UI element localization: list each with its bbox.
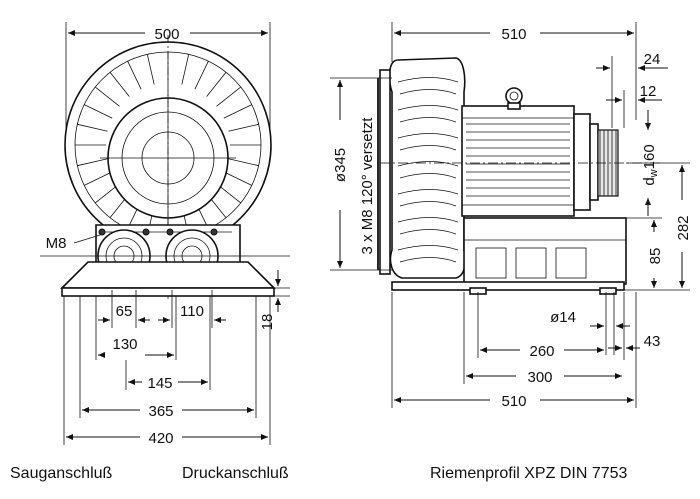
fin-line bbox=[127, 61, 142, 90]
fin-line bbox=[206, 72, 227, 97]
fin-line bbox=[228, 158, 259, 167]
fin-line bbox=[77, 158, 108, 167]
fin-line bbox=[84, 171, 113, 186]
dim-m8: M8 bbox=[46, 235, 67, 252]
housing-fin bbox=[397, 133, 459, 139]
housing-fin bbox=[399, 257, 457, 263]
housing-fin bbox=[399, 89, 457, 95]
dim-12: 12 bbox=[640, 83, 657, 100]
fin-line bbox=[216, 86, 241, 107]
dim-260: 260 bbox=[529, 343, 554, 360]
dim-43: 43 bbox=[644, 333, 661, 350]
dim-110: 110 bbox=[180, 303, 204, 320]
fin-line bbox=[84, 104, 113, 119]
fin-line bbox=[77, 123, 108, 132]
dim-18: 18 bbox=[259, 314, 276, 331]
housing-fin bbox=[397, 245, 459, 251]
fin-line bbox=[228, 123, 259, 132]
fin-line bbox=[181, 54, 190, 85]
dim-dw160: dw160 bbox=[641, 144, 660, 185]
housing-fin bbox=[397, 161, 459, 167]
dim-85: 85 bbox=[647, 248, 664, 265]
caption-belt-profile: Riemenprofil XPZ DIN 7753 bbox=[430, 465, 628, 482]
dim-510-bottom: 510 bbox=[501, 393, 526, 410]
housing-fins bbox=[397, 77, 459, 263]
dim-420: 420 bbox=[148, 430, 173, 447]
housing-fin bbox=[399, 201, 457, 207]
housing-fin bbox=[397, 189, 459, 195]
housing-fin bbox=[399, 229, 457, 235]
housing-fin bbox=[397, 105, 459, 111]
dim-510-top: 510 bbox=[501, 26, 526, 43]
dim-365: 365 bbox=[148, 403, 173, 420]
fin-line bbox=[109, 72, 130, 97]
front-dimensions: 500 M8 65 110 18 130 145 bbox=[46, 22, 290, 447]
caption-suction: Sauganschluß bbox=[10, 465, 113, 482]
dim-300: 300 bbox=[527, 369, 552, 386]
fin-line bbox=[194, 61, 209, 90]
housing-fin bbox=[399, 173, 457, 179]
dim-345: ø345 bbox=[332, 148, 349, 182]
motor-fins bbox=[466, 123, 570, 197]
dim-65: 65 bbox=[116, 303, 133, 320]
dim-282: 282 bbox=[675, 215, 692, 240]
housing-fin bbox=[399, 117, 457, 123]
housing-fin bbox=[399, 145, 457, 151]
caption-pressure: Druckanschluß bbox=[182, 465, 289, 482]
dim-130: 130 bbox=[112, 336, 137, 353]
dim-14: ø14 bbox=[550, 309, 576, 326]
fin-line bbox=[146, 54, 155, 85]
dim-24: 24 bbox=[644, 51, 661, 68]
side-view bbox=[377, 57, 660, 295]
dim-145: 145 bbox=[147, 375, 172, 392]
fin-line bbox=[223, 171, 252, 186]
bolt-pattern-label: 3 x M8 120° versetzt bbox=[359, 117, 376, 255]
fin-line bbox=[223, 104, 252, 119]
fin-line bbox=[95, 86, 120, 107]
front-view bbox=[40, 35, 290, 300]
dim-500: 500 bbox=[154, 26, 179, 43]
housing-fin bbox=[397, 217, 459, 223]
side-dimensions: 510 24 12 ø345 3 x M8 120° versetzt dw16… bbox=[330, 22, 692, 410]
housing-fin bbox=[397, 77, 459, 83]
